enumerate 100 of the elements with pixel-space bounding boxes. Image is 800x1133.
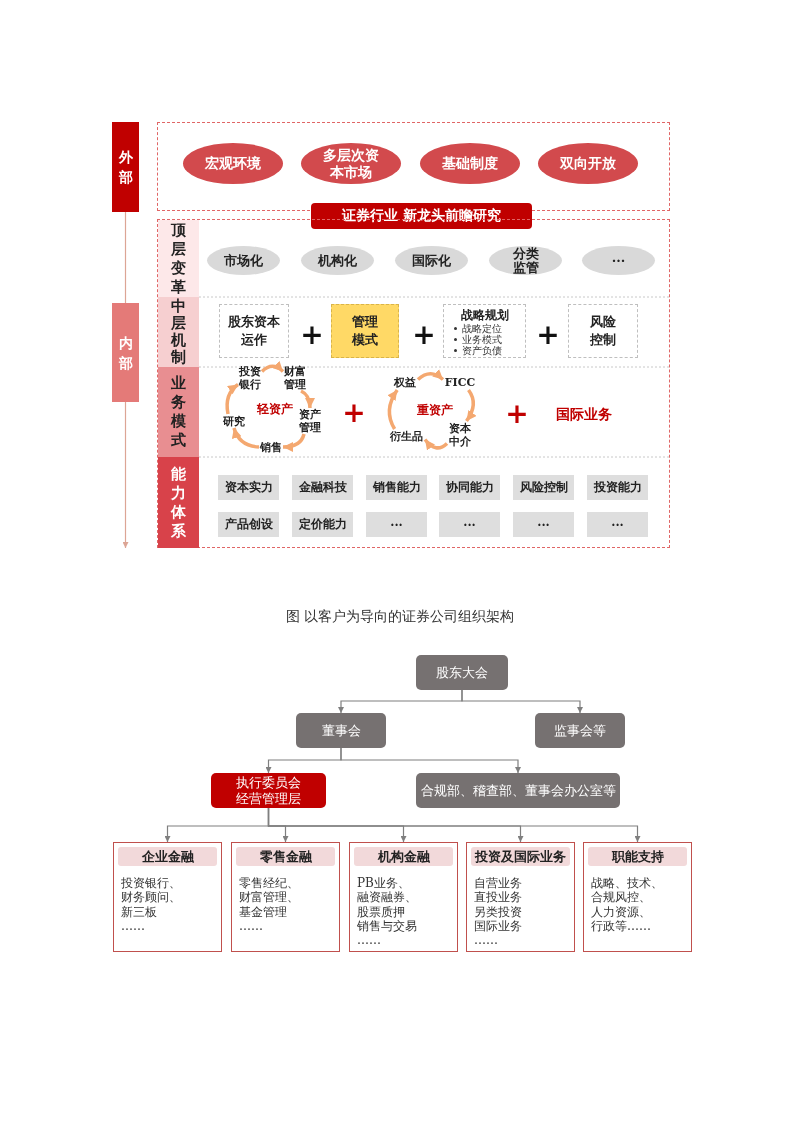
row-label-cell: 业务模式: [158, 367, 199, 457]
list-item: ……: [474, 933, 498, 948]
figure-caption: 图 以客户为导向的证券公司组织架构: [285, 609, 515, 623]
ellipse-node: 机构化: [301, 246, 374, 275]
box-header: 职能支持: [588, 847, 687, 866]
ellipse-node: 市场化: [207, 246, 280, 275]
department-box: [349, 842, 458, 952]
cycle-label: 研究: [222, 414, 246, 428]
list-item: PB业务、: [357, 876, 410, 891]
org-box: [211, 773, 326, 808]
row-label-cell: 中层机制: [158, 297, 199, 367]
ellipse-node: 宏观环境: [183, 143, 283, 184]
list-item: 行政等……: [591, 918, 651, 934]
cycle-arrow: [423, 438, 449, 451]
department-box: [231, 842, 340, 952]
cycle-arrow: [416, 369, 445, 381]
cycle-label: 资本中介: [447, 421, 473, 449]
cycle-label: 销售: [259, 440, 283, 454]
list-item: 投资银行、: [121, 876, 181, 891]
ellipse-node: ···: [582, 246, 655, 275]
list-item: 资产负债: [462, 345, 502, 356]
ellipse-node: 双向开放: [538, 143, 638, 184]
cycle-label: 权益: [392, 375, 418, 390]
capability-box: 风险控制: [513, 475, 574, 500]
list-item: 基金管理: [239, 904, 287, 919]
cycle-arrow: [225, 383, 240, 415]
list-item: 合规风控、: [591, 890, 651, 905]
row-label-cell: 顶层变革: [158, 220, 199, 297]
business-label: 国际业务: [556, 407, 612, 421]
cycle-label: 投资银行: [238, 365, 262, 391]
arrow: [461, 689, 583, 714]
plus-sign: +: [300, 321, 324, 349]
plus-sign: +: [536, 321, 560, 349]
list-item: 另类投资: [474, 904, 522, 919]
cycle-center-label: 轻资产: [257, 403, 293, 415]
connector-line: [124, 211, 127, 304]
row-label-cell: 能力体系: [158, 457, 199, 548]
list-item: 零售经纪、: [239, 876, 299, 891]
cycle-arrow: [387, 389, 399, 430]
list-item: 直投业务: [474, 890, 522, 905]
box-header: 零售金融: [236, 847, 335, 866]
capability-box: 定价能力: [292, 512, 353, 537]
cycle-label: 财富管理: [283, 365, 307, 391]
department-box: [466, 842, 575, 952]
capability-box: ···: [587, 512, 648, 537]
list-item: ……: [239, 918, 263, 934]
plus-sign: +: [342, 399, 366, 427]
capability-box: ···: [366, 512, 427, 537]
box-header: 投资及国际业务: [471, 847, 570, 866]
org-box: 合规部、稽查部、董事会办公室等: [416, 773, 620, 808]
list-item: 新三板: [121, 904, 157, 919]
cycle-arrow: [260, 361, 285, 373]
cycle-label: FICC: [443, 375, 477, 390]
dashed-box: [443, 304, 526, 358]
org-box: 董事会: [296, 713, 386, 748]
list-item: ……: [357, 933, 381, 948]
cycle-arrow: [232, 427, 260, 449]
department-box: [113, 842, 222, 952]
cycle-label: 衍生品: [387, 429, 425, 444]
capability-box: 金融科技: [292, 475, 353, 500]
capability-box: ···: [513, 512, 574, 537]
plus-sign: +: [505, 400, 529, 428]
arrow: [340, 747, 521, 774]
box-label: 执行委员会: [236, 774, 301, 791]
capability-box: ···: [439, 512, 500, 537]
dashed-box: 管理模式: [331, 304, 399, 358]
side-label-bar: 外部: [112, 122, 139, 212]
list-item: 销售与交易: [357, 918, 417, 934]
department-box: [583, 842, 692, 952]
list-item: ……: [121, 918, 145, 934]
list-item: 业务模式: [462, 334, 502, 345]
ellipse-node: 分类监管: [489, 246, 562, 275]
capability-box: 投资能力: [587, 475, 648, 500]
org-box: 股东大会: [416, 655, 508, 690]
list-item: 财务顾问、: [121, 890, 181, 905]
list-item: 自营业务: [474, 876, 522, 891]
capability-box: 协同能力: [439, 475, 500, 500]
side-label-bar: 内部: [112, 303, 139, 402]
list-item: 战略定位: [462, 323, 502, 334]
capability-box: 销售能力: [366, 475, 427, 500]
capability-box: 资本实力: [218, 475, 279, 500]
cycle-label: 资产管理: [298, 408, 322, 434]
cycle-arrow: [282, 433, 306, 452]
cycle-center-label: 重资产: [417, 404, 453, 416]
box-label: 经营管理层: [236, 790, 301, 807]
list-item: 财富管理、: [239, 890, 299, 905]
list-item: 股票质押: [357, 904, 405, 919]
ellipse-node: 国际化: [395, 246, 468, 275]
box-header: 机构金融: [354, 847, 453, 866]
arrow: [122, 401, 129, 549]
dashed-box: 风险控制: [568, 304, 638, 358]
list-item: 融资融券、: [357, 890, 417, 905]
list-item: 国际业务: [474, 918, 522, 934]
box-heading: 战略规划: [460, 308, 509, 322]
list-item: 人力资源、: [591, 904, 651, 919]
plus-sign: +: [412, 321, 436, 349]
list-item: 战略、技术、: [591, 876, 663, 891]
cycle-arrow: [300, 389, 315, 409]
dashed-box: 股东资本运作: [219, 304, 289, 358]
org-box: 监事会等: [535, 713, 625, 748]
